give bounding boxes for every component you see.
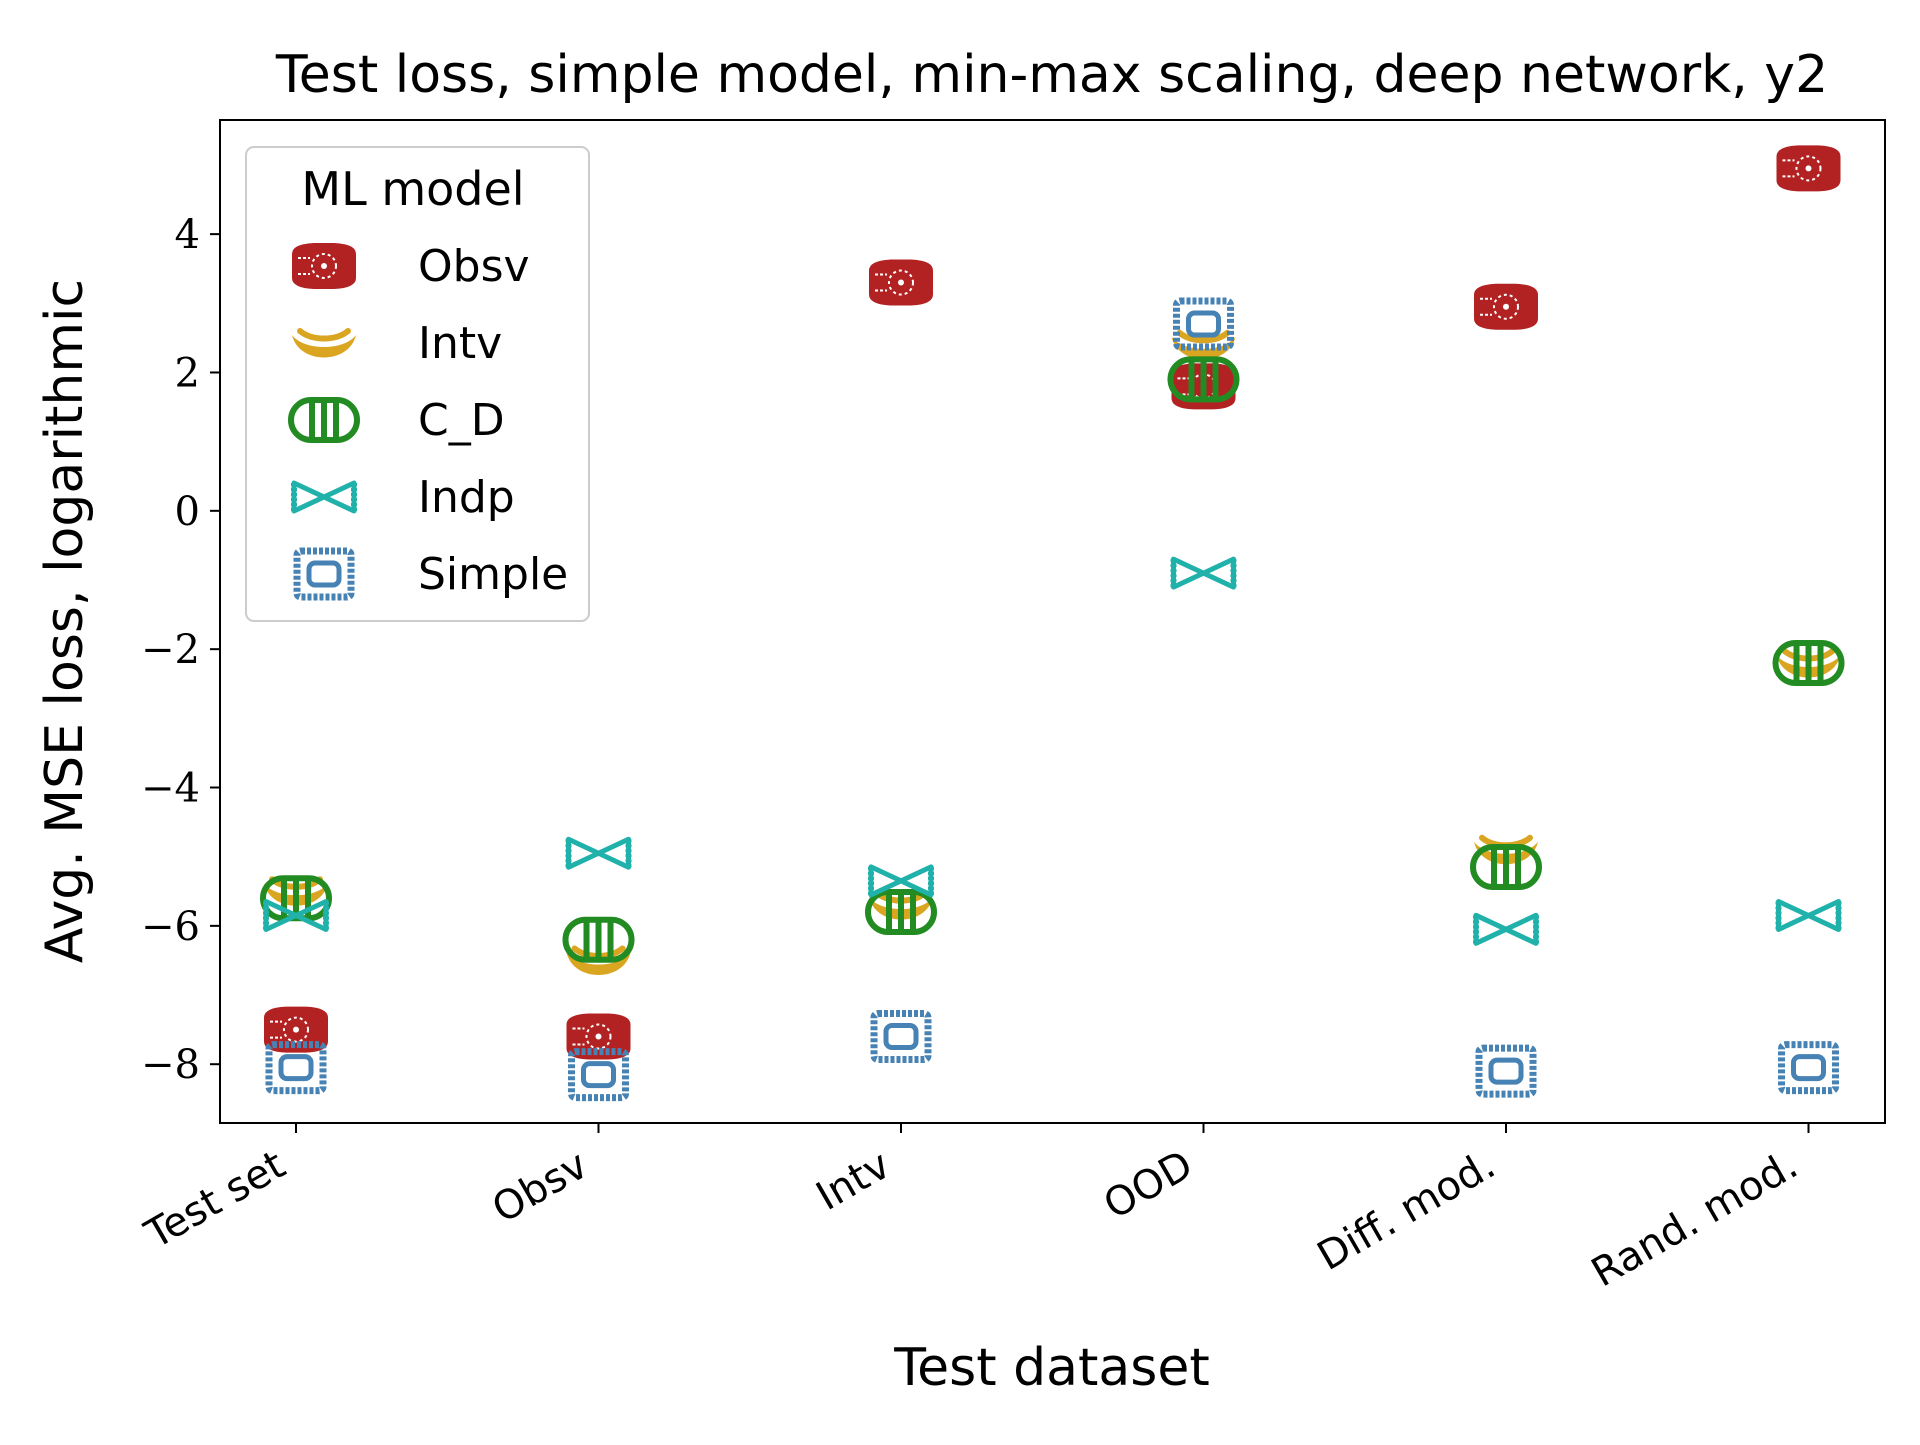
point-obsv-4 bbox=[1474, 283, 1538, 330]
legend-label-c_d: C_D bbox=[418, 395, 505, 446]
point-c_d-0 bbox=[260, 875, 332, 922]
legend-marker-simple bbox=[293, 547, 355, 601]
point-c_d-5 bbox=[1772, 640, 1845, 687]
x-tick-label-5: Rand. mod. bbox=[1584, 1142, 1805, 1296]
x-tick-label-0: Test set bbox=[137, 1142, 293, 1259]
chart-title: Test loss, simple model, min-max scaling… bbox=[275, 45, 1828, 105]
point-c_d-2 bbox=[865, 889, 937, 936]
y-tick-label-3: −2 bbox=[141, 627, 200, 673]
y-tick-label-6: 4 bbox=[175, 212, 200, 258]
x-tick-label-1: Obsv bbox=[485, 1142, 596, 1233]
x-axis-label: Test dataset bbox=[893, 1338, 1210, 1398]
point-simple-3 bbox=[1173, 297, 1234, 351]
point-simple-5 bbox=[1778, 1041, 1839, 1095]
marks-layer bbox=[260, 145, 1845, 1102]
point-indp-4 bbox=[1473, 912, 1539, 946]
y-tick-label-5: 2 bbox=[175, 350, 200, 396]
point-indp-2 bbox=[868, 864, 934, 898]
legend-label-indp: Indp bbox=[418, 472, 515, 523]
legend-marker-indp bbox=[291, 480, 357, 514]
legend-marker-obsv bbox=[292, 243, 356, 289]
x-tick-label-3: OOD bbox=[1096, 1142, 1200, 1229]
point-indp-3 bbox=[1170, 556, 1237, 590]
point-obsv-1 bbox=[566, 1013, 631, 1060]
point-simple-2 bbox=[870, 1010, 932, 1064]
legend-title: ML model bbox=[301, 162, 524, 216]
y-tick-label-1: −6 bbox=[141, 904, 200, 950]
point-obsv-2 bbox=[869, 259, 933, 306]
legend-label-intv: Intv bbox=[418, 318, 502, 369]
point-intv-3 bbox=[1171, 329, 1236, 360]
point-simple-1 bbox=[568, 1048, 629, 1102]
point-indp-1 bbox=[565, 836, 632, 870]
x-tick-label-2: Intv bbox=[809, 1142, 898, 1220]
point-c_d-1 bbox=[562, 916, 635, 963]
y-tick-label-0: −8 bbox=[141, 1042, 200, 1088]
legend-marker-intv bbox=[292, 328, 356, 358]
y-tick-label-2: −4 bbox=[141, 766, 200, 812]
x-tick-label-4: Diff. mod. bbox=[1310, 1142, 1503, 1280]
point-indp-5 bbox=[1775, 898, 1842, 932]
legend-label-simple: Simple bbox=[418, 549, 568, 600]
y-axis-label: Avg. MSE loss, logarithmic bbox=[35, 279, 95, 963]
legend-label-obsv: Obsv bbox=[418, 241, 530, 292]
legend-marker-c_d bbox=[288, 397, 360, 443]
point-obsv-0 bbox=[264, 1006, 328, 1053]
point-c_d-3 bbox=[1167, 356, 1240, 403]
point-indp-0 bbox=[263, 898, 329, 932]
point-c_d-4 bbox=[1470, 844, 1542, 891]
point-simple-0 bbox=[265, 1041, 327, 1095]
plot-frame bbox=[219, 119, 1886, 1124]
y-tick-label-4: 0 bbox=[175, 489, 200, 535]
point-obsv-5 bbox=[1776, 145, 1841, 192]
point-simple-4 bbox=[1475, 1044, 1537, 1098]
